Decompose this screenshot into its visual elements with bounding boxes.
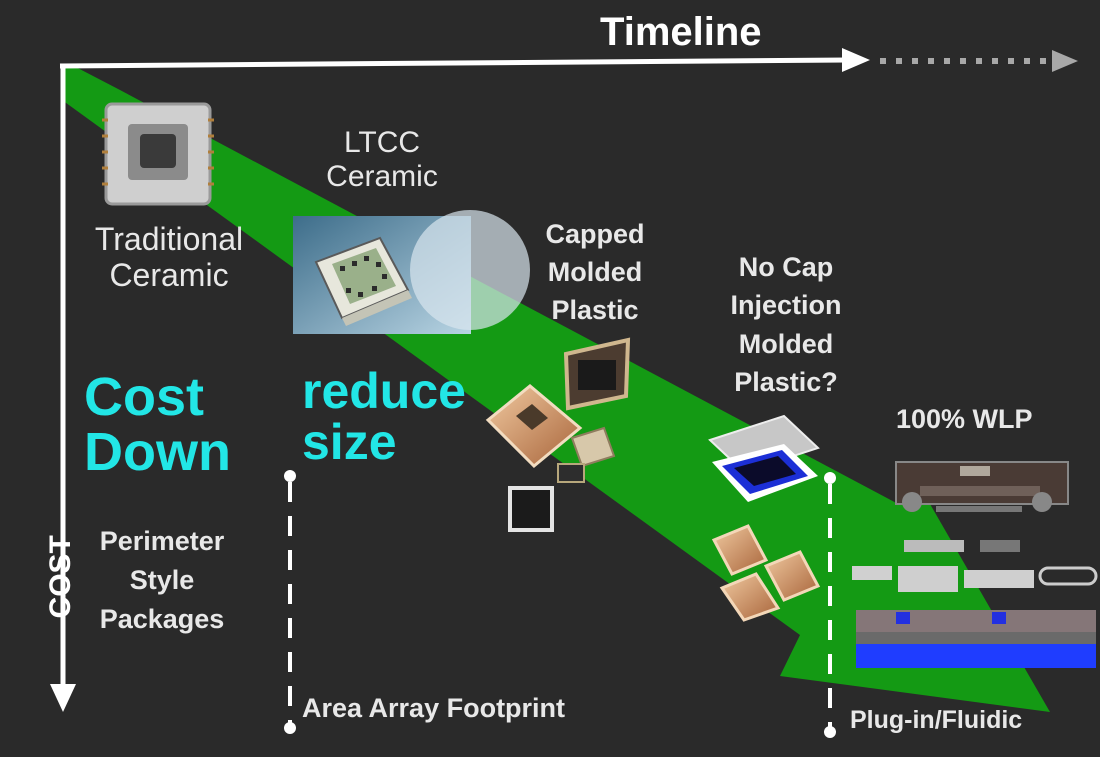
timeline-arrowhead — [842, 48, 870, 72]
label-capped-molded-plastic: Capped Molded Plastic — [545, 219, 645, 325]
label-perimeter-style-packages: Perimeter Style Packages — [99, 526, 225, 635]
callout-cost-down: Cost Down — [84, 367, 231, 483]
timeline-dotted-arrowhead — [1052, 50, 1078, 72]
label-no-cap-injection-molded-plastic: No Cap Injection Molded Plastic? — [730, 252, 842, 397]
capped-molded-plastic-packages — [485, 337, 631, 532]
label-area-array-footprint: Area Array Footprint — [302, 693, 566, 723]
label-ltcc-ceramic: LTCC Ceramic — [326, 126, 438, 193]
label-traditional-ceramic: Traditional Ceramic — [94, 221, 244, 293]
area-array-divider — [284, 470, 296, 734]
cost-axis-arrowhead — [50, 684, 76, 712]
timeline-axis-line — [59, 57, 849, 69]
cost-axis-label: COST — [44, 535, 78, 619]
callout-reduce-size: reduce size — [302, 363, 466, 470]
label-plug-in-fluidic: Plug-in/Fluidic — [850, 706, 1023, 734]
no-cap-injection-molded-plastic-package — [708, 414, 820, 502]
ltcc-ceramic-package-photo — [293, 210, 530, 334]
plugin-fluidic-divider — [824, 472, 836, 738]
wlp-cross-section-figure — [852, 461, 1098, 668]
traditional-ceramic-package-icon — [102, 102, 214, 206]
label-100-percent-wlp: 100% WLP — [896, 404, 1033, 434]
timeline-label: Timeline — [600, 10, 762, 54]
small-copper-packages — [711, 524, 821, 622]
